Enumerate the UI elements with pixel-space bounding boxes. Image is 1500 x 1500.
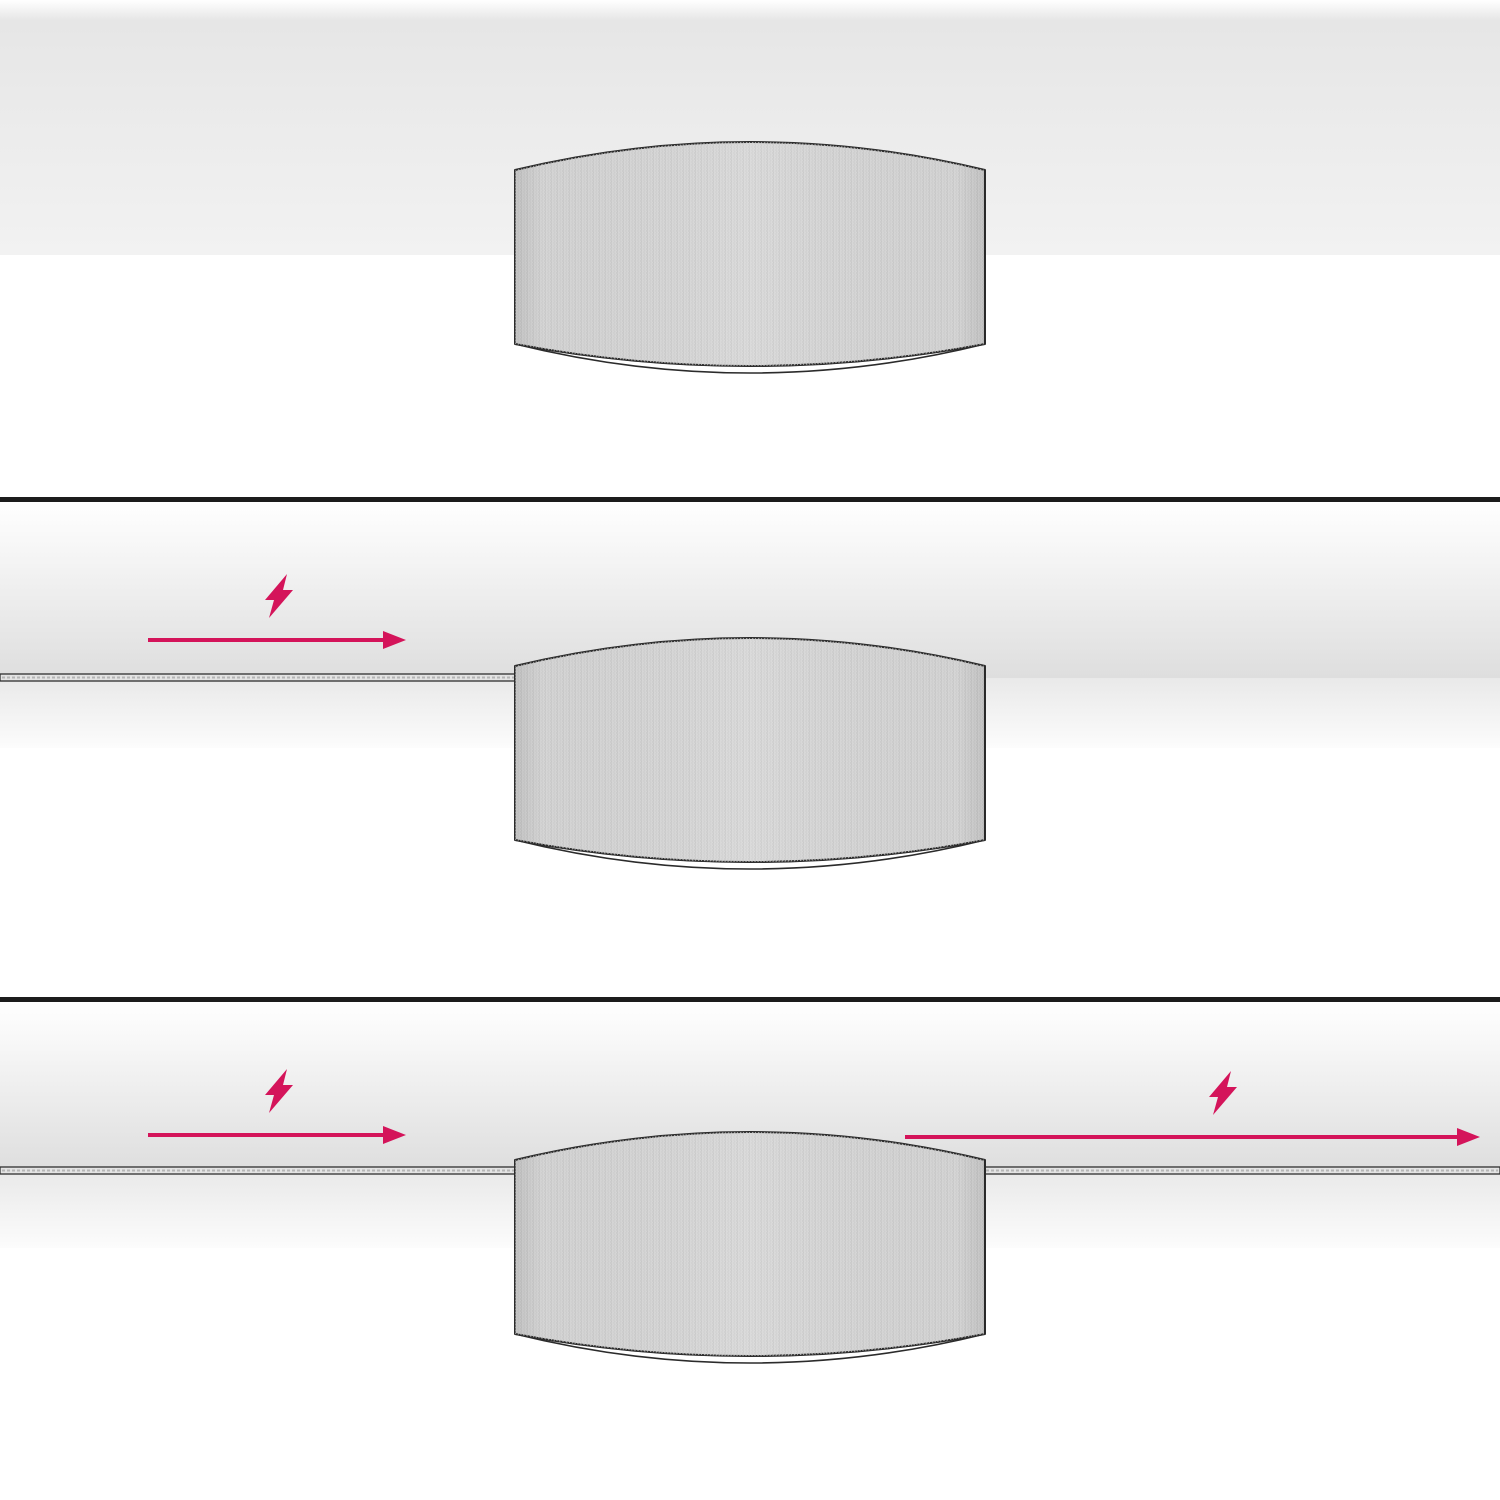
panel-separator: [0, 997, 1500, 1002]
power-flow-left: [148, 574, 406, 649]
power-cable-left: [0, 1166, 522, 1175]
drum-lampshade: [514, 637, 986, 870]
power-cable-right: [978, 1166, 1500, 1175]
panel-flush-mount: [0, 0, 1500, 374]
power-flow-left: [148, 1069, 406, 1144]
power-cable-left: [0, 673, 522, 682]
arrow-head: [383, 631, 406, 649]
panel-power-in-left: [0, 497, 1500, 870]
arrow-head: [383, 1126, 406, 1144]
panel-power-through: [0, 997, 1500, 1364]
power-flow-right: [905, 1071, 1480, 1146]
drum-lampshade: [514, 1131, 986, 1364]
drum-lampshade: [514, 141, 986, 374]
arrow-head: [1457, 1128, 1480, 1146]
panel-separator: [0, 497, 1500, 502]
